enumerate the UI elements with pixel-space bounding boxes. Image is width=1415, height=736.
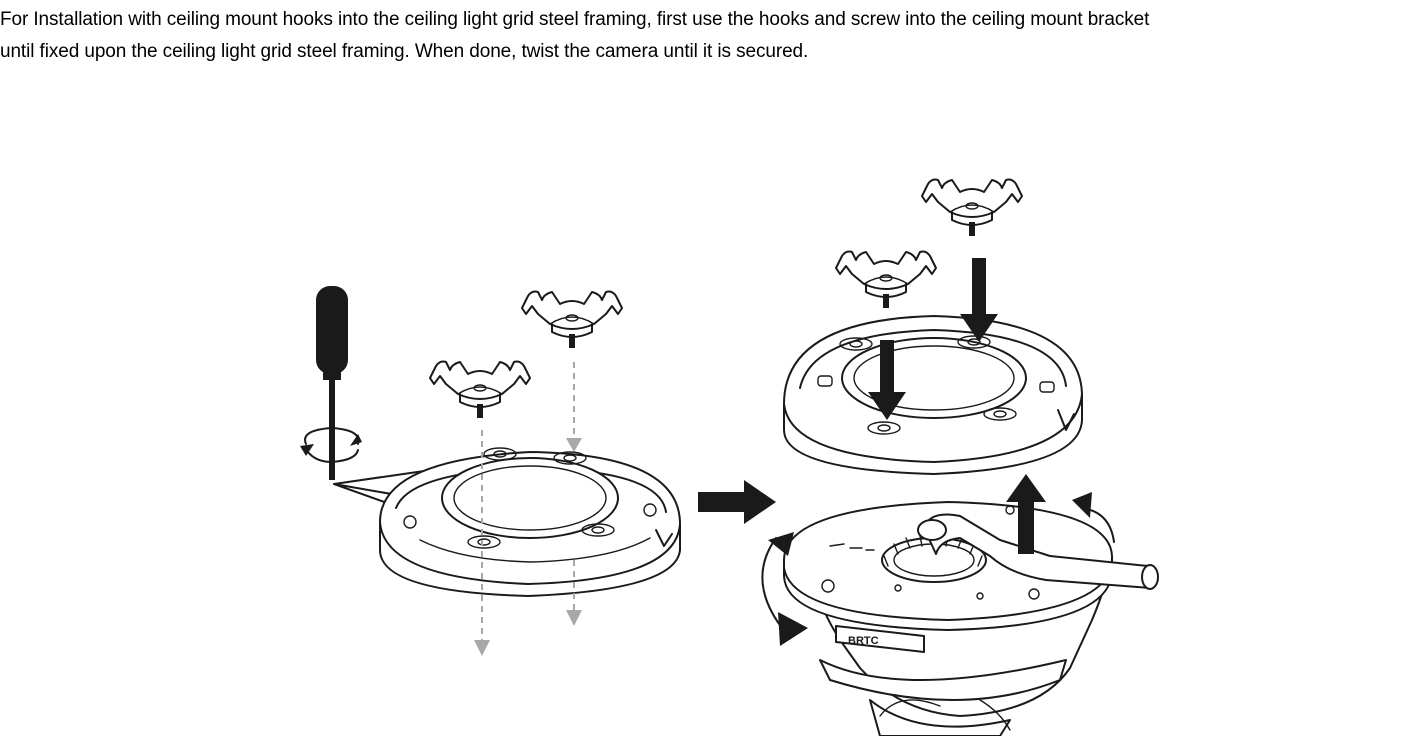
instruction-line-2: until fixed upon the ceiling light grid … [0, 41, 809, 62]
dome-camera-icon: BRTC [783, 501, 1159, 736]
camera-logo: BRTC [848, 635, 879, 647]
mount-bracket-icon [379, 447, 681, 597]
down-arrow-icon [868, 258, 998, 420]
instruction-line-1: For Installation with ceiling mount hook… [0, 9, 1150, 30]
ceiling-hook-icon [921, 178, 1023, 237]
ceiling-hook-icon [429, 360, 531, 419]
up-arrow-icon [1006, 474, 1046, 554]
mount-bracket-icon [783, 315, 1083, 475]
down-arrow-icon [474, 362, 582, 656]
right-arrow-icon [698, 480, 776, 524]
rotation-arrow-icon [300, 427, 362, 463]
screwdriver-icon [316, 286, 348, 480]
ceiling-hook-icon [835, 250, 937, 309]
rotation-arrow-icon [761, 492, 1115, 646]
ceiling-hook-icon [521, 290, 623, 349]
instruction-text: For Installation with ceiling mount hook… [0, 4, 1415, 68]
